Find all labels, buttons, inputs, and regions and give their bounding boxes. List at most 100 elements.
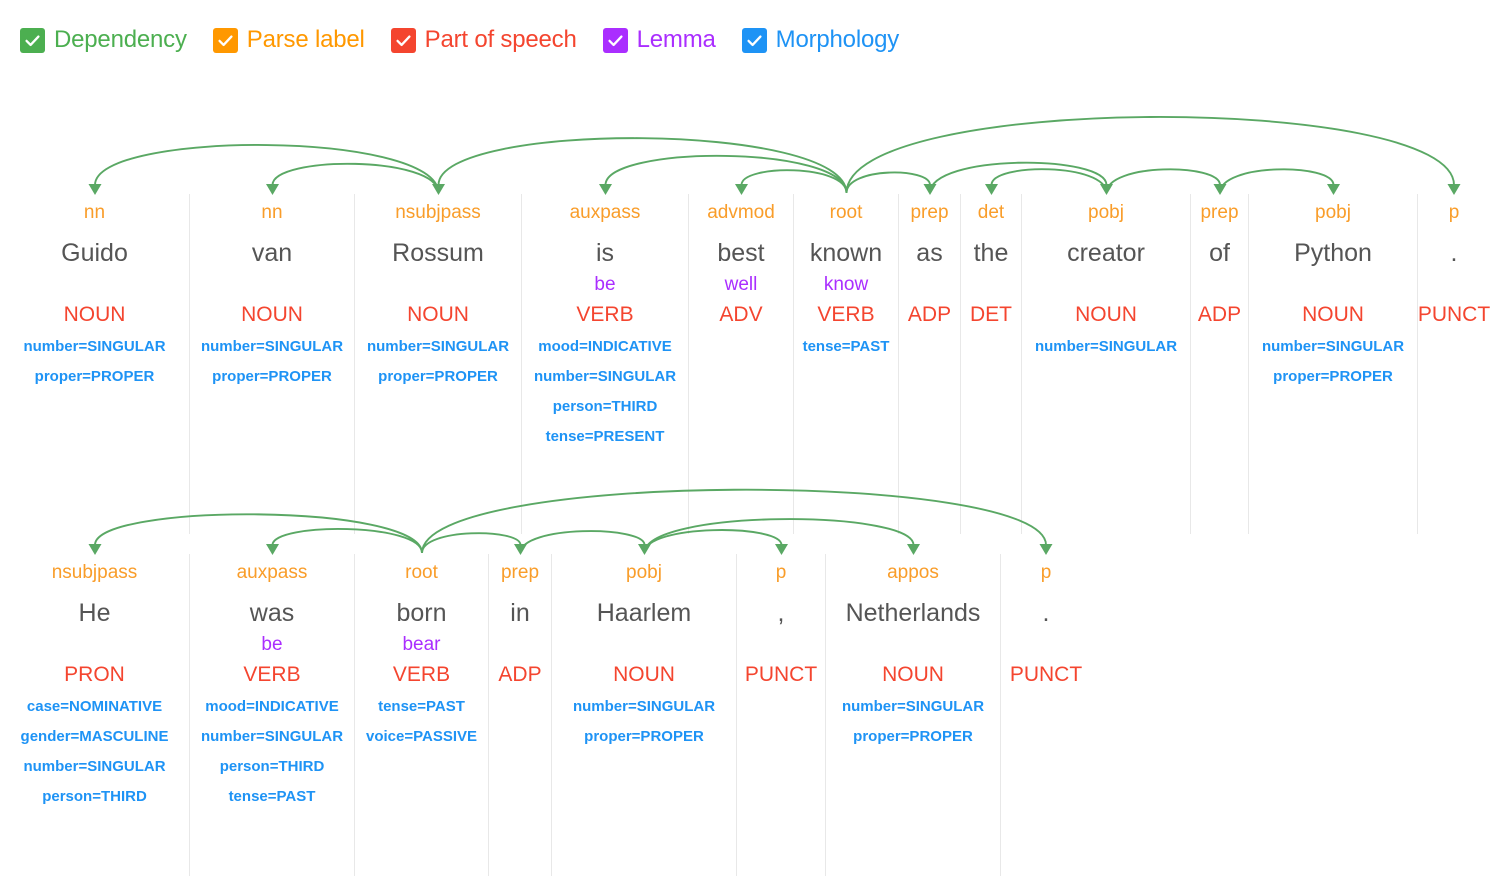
legend-toggle-lemma[interactable]: Lemma xyxy=(602,26,716,54)
checkbox-checked-icon[interactable] xyxy=(602,27,628,53)
legend-toggle-part-of-speech[interactable]: Part of speech xyxy=(390,26,577,54)
word-text: . xyxy=(1042,599,1050,627)
morphology-feature: number=SINGULAR xyxy=(841,698,985,715)
morphology-feature: number=SINGULAR xyxy=(23,338,166,355)
checkbox-checked-icon[interactable] xyxy=(212,27,238,53)
lemma-text: be xyxy=(594,274,616,295)
lemma-text: know xyxy=(823,274,869,295)
morphology-feature: proper=PROPER xyxy=(1273,368,1393,385)
morphology-feature: proper=PROPER xyxy=(378,368,498,385)
parse-label: appos xyxy=(887,562,939,583)
word-text: as xyxy=(916,239,943,267)
part-of-speech: NOUN xyxy=(407,303,469,326)
word-text: born xyxy=(396,599,447,627)
morphology-feature: voice=PASSIVE xyxy=(365,728,478,745)
morphology-feature: person=THIRD xyxy=(552,398,658,415)
parse-label: nn xyxy=(83,202,106,223)
checkbox-checked-icon[interactable] xyxy=(741,27,767,53)
part-of-speech: ADP xyxy=(907,303,952,326)
morphology-list: number=SINGULAR xyxy=(1035,332,1177,362)
morphology-feature: number=SINGULAR xyxy=(572,698,716,715)
dependency-arc xyxy=(845,171,931,194)
checkbox-checked-icon[interactable] xyxy=(390,27,416,53)
part-of-speech: ADV xyxy=(719,303,763,326)
parse-label: det xyxy=(977,202,1005,223)
part-of-speech: ADP xyxy=(498,663,542,686)
token-6[interactable]: p,PUNCT xyxy=(737,554,826,876)
token-12[interactable]: p.PUNCT xyxy=(1418,194,1490,534)
part-of-speech: VERB xyxy=(817,303,875,326)
word-text: in xyxy=(510,599,530,627)
morphology-feature: tense=PAST xyxy=(228,788,316,805)
dependency-arcs-1 xyxy=(88,116,1461,195)
legend-label: Part of speech xyxy=(424,26,577,53)
token-8[interactable]: p.PUNCT xyxy=(1001,554,1091,876)
morphology-feature: mood=INDICATIVE xyxy=(538,338,672,355)
parse-label: nsubjpass xyxy=(51,562,138,583)
parse-label: auxpass xyxy=(569,202,641,223)
part-of-speech: VERB xyxy=(576,303,634,326)
parse-label: pobj xyxy=(626,562,662,583)
legend-label: Dependency xyxy=(54,26,187,53)
parse-label: pobj xyxy=(1315,202,1351,223)
dependency-arc xyxy=(437,137,848,194)
legend-label: Parse label xyxy=(246,26,365,53)
legend-label: Morphology xyxy=(775,26,900,53)
dependency-arc xyxy=(421,532,522,554)
morphology-feature: number=SINGULAR xyxy=(23,758,166,775)
morphology-feature: proper=PROPER xyxy=(853,728,973,745)
morphology-feature: proper=PROPER xyxy=(212,368,332,385)
morphology-feature: proper=PROPER xyxy=(584,728,704,745)
part-of-speech: NOUN xyxy=(63,303,126,326)
word-text: best xyxy=(717,239,765,267)
dependency-arc xyxy=(94,144,440,194)
part-of-speech: NOUN xyxy=(1302,303,1364,326)
part-of-speech: NOUN xyxy=(882,663,944,686)
dependency-arc xyxy=(845,116,1455,194)
legend-toggle-dependency[interactable]: Dependency xyxy=(20,26,187,54)
parse-label: prep xyxy=(1200,202,1239,223)
lemma-text: bear xyxy=(402,634,441,655)
morphology-feature: tense=PRESENT xyxy=(545,428,665,445)
parse-label: pobj xyxy=(1088,202,1124,223)
part-of-speech: PUNCT xyxy=(1417,303,1490,326)
checkbox-checked-icon[interactable] xyxy=(20,27,45,53)
morphology-feature: number=SINGULAR xyxy=(1261,338,1405,355)
parse-label: auxpass xyxy=(236,562,308,583)
part-of-speech: VERB xyxy=(243,663,301,686)
part-of-speech: PUNCT xyxy=(1009,663,1083,686)
part-of-speech: VERB xyxy=(392,663,451,686)
morphology-list: number=SINGULAR proper=PROPER xyxy=(842,692,984,752)
legend-toggle-parse-label[interactable]: Parse label xyxy=(212,26,365,54)
legend-toggle-morphology[interactable]: Morphology xyxy=(741,26,900,54)
morphology-feature: number=SINGULAR xyxy=(1034,338,1178,355)
word-text: Guido xyxy=(61,239,128,267)
parse-label: p xyxy=(1448,202,1460,223)
dependency-arc xyxy=(1105,168,1221,194)
word-text: van xyxy=(251,239,293,267)
dependency-arc xyxy=(1219,168,1335,194)
word-text: Rossum xyxy=(392,239,484,267)
